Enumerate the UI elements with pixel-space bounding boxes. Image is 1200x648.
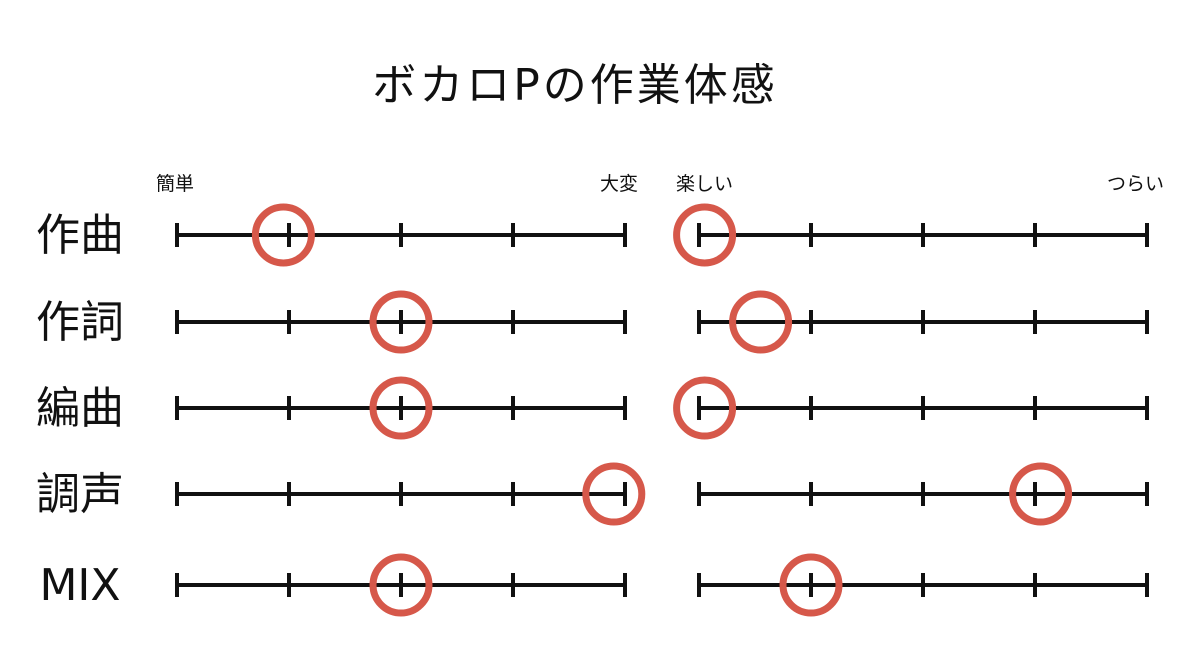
rating-marker — [779, 553, 843, 617]
row-4-scale-1 — [175, 462, 646, 526]
row-5-scale-2 — [697, 553, 1149, 617]
chart-title: ボカロPの作業体感 — [372, 60, 778, 111]
row-4-scale-2 — [697, 462, 1149, 526]
scale-1-left-label: 簡単 — [156, 173, 194, 195]
row-label: 編曲 — [36, 383, 124, 434]
scale-2-left-label: 楽しい — [676, 173, 733, 195]
row-1: 作曲 — [36, 203, 1149, 267]
rating-marker — [673, 203, 737, 267]
row-2-scale-1 — [175, 290, 627, 354]
row-label: 作詞 — [36, 297, 124, 348]
rating-marker — [729, 290, 793, 354]
row-5-scale-1 — [175, 553, 627, 617]
rating-marker — [673, 376, 737, 440]
row-3-scale-2 — [673, 376, 1149, 440]
scale-1-right-label: 大変 — [600, 173, 638, 195]
rating-marker — [1009, 462, 1073, 526]
rating-marker — [369, 290, 433, 354]
row-label: 作曲 — [36, 210, 124, 261]
row-1-scale-2 — [673, 203, 1149, 267]
rating-marker — [251, 203, 315, 267]
rating-marker — [369, 553, 433, 617]
row-4: 調声 — [36, 462, 1149, 526]
rating-marker — [582, 462, 646, 526]
row-3-scale-1 — [175, 376, 627, 440]
row-1-scale-1 — [175, 203, 627, 267]
scale-labels: 簡単 大変 楽しい つらい — [156, 173, 1164, 195]
row-label: 調声 — [36, 469, 124, 520]
rating-marker — [369, 376, 433, 440]
row-5: MIX — [39, 553, 1149, 617]
row-2-scale-2 — [697, 290, 1149, 354]
scale-2-right-label: つらい — [1107, 173, 1164, 195]
row-3: 編曲 — [36, 376, 1149, 440]
row-label: MIX — [39, 560, 120, 611]
row-2: 作詞 — [36, 290, 1149, 354]
